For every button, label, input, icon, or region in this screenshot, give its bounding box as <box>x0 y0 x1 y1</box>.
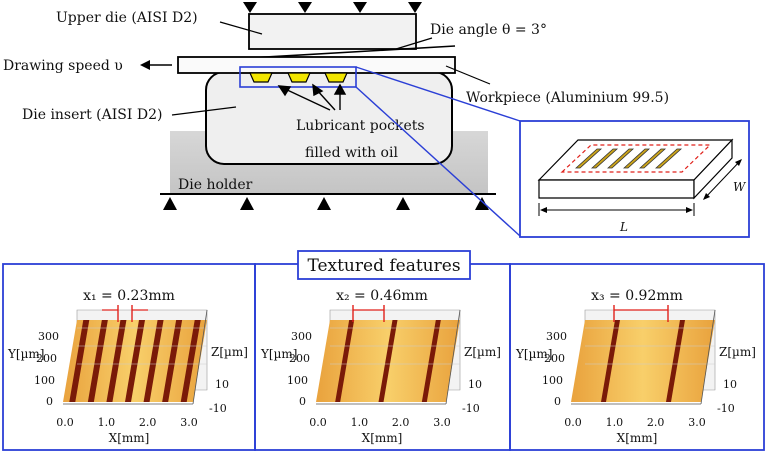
y-tick-label: 200 <box>36 352 57 365</box>
drawing-speed-label: Drawing speed υ <box>3 58 123 74</box>
z-tick-label: 10 <box>215 378 229 391</box>
y-tick-label: 100 <box>542 374 563 387</box>
load-triangles <box>243 2 422 13</box>
y-tick-label: 200 <box>289 352 310 365</box>
y-tick-label: 300 <box>546 330 567 343</box>
x-axis-label: X[mm] <box>362 431 403 445</box>
groove <box>666 320 685 402</box>
support-triangles <box>163 197 489 210</box>
y-tick-label: 300 <box>38 330 59 343</box>
x-tick-label: 2.0 <box>647 416 665 429</box>
spacing-label-2: x₂ = 0.46mm <box>336 288 428 304</box>
x-tick-label: 1.0 <box>606 416 624 429</box>
groove <box>143 320 164 402</box>
z-tick-label: 10 <box>723 378 737 391</box>
groove <box>69 320 90 402</box>
x-tick-label: 3.0 <box>180 416 198 429</box>
x-tick-label: 0.0 <box>56 416 74 429</box>
workpiece <box>177 56 456 74</box>
y-tick-label: 0 <box>46 395 53 408</box>
groove <box>335 320 355 402</box>
y-axis-label: Y[µm] <box>515 347 552 361</box>
x-axis-label: X[mm] <box>109 431 150 445</box>
lubricant-arrows <box>277 83 347 111</box>
z-tick-label: -10 <box>717 402 735 415</box>
y-tick-label: 0 <box>299 395 306 408</box>
plate-grooves <box>574 148 683 169</box>
workpiece-label: Workpiece (Aluminium 99.5) <box>466 90 669 106</box>
groove <box>421 320 441 402</box>
dim-w-arrow-top <box>735 159 742 166</box>
x-tick-label: 2.0 <box>139 416 157 429</box>
groove <box>106 320 127 402</box>
textured-title-box <box>297 250 471 280</box>
dim-w-label: W <box>733 180 747 194</box>
die-angle-leader <box>395 37 433 50</box>
spacing-label-3: x₃ = 0.92mm <box>591 288 683 304</box>
zoom-connector-bottom <box>355 86 521 237</box>
x-axis-label: X[mm] <box>617 431 658 445</box>
x-tick-label: 3.0 <box>688 416 706 429</box>
groove <box>601 320 620 402</box>
y-tick-label: 100 <box>287 374 308 387</box>
die-insert-label: Die insert (AISI D2) <box>22 107 162 123</box>
dim-l-label: L <box>619 220 628 234</box>
y-tick-label: 100 <box>34 374 55 387</box>
groove <box>180 320 201 402</box>
lubricant-pockets <box>249 72 348 83</box>
z-axis-line <box>192 309 208 405</box>
die-holder-label: Die holder <box>178 177 253 193</box>
z-axis-line <box>445 309 461 405</box>
y-tick-label: 200 <box>544 352 565 365</box>
x-tick-label: 1.0 <box>98 416 116 429</box>
groove <box>87 320 108 402</box>
spacing-label-1: x₁ = 0.23mm <box>83 288 175 304</box>
groove <box>378 320 398 402</box>
z-axis-label: Z[µm] <box>211 345 248 359</box>
upper-die-label: Upper die (AISI D2) <box>56 10 198 26</box>
z-tick-label: -10 <box>209 402 227 415</box>
z-axis-line <box>700 309 716 405</box>
upper-die <box>248 13 417 50</box>
lubricant-label-line1: Lubricant pockets <box>296 118 425 134</box>
groove <box>162 320 183 402</box>
panel-frame-3 <box>509 263 765 451</box>
x-tick-label: 0.0 <box>564 416 582 429</box>
x-tick-label: 1.0 <box>351 416 369 429</box>
pocket-highlight-box <box>239 66 357 88</box>
upper-die-leader <box>219 21 263 35</box>
drawing-speed-arrowhead <box>140 60 150 70</box>
x-tick-label: 2.0 <box>392 416 410 429</box>
groove <box>125 320 145 402</box>
dim-w-arrow-bottom <box>703 193 710 200</box>
x-tick-label: 0.0 <box>309 416 327 429</box>
surface-plane <box>571 320 715 402</box>
z-axis-label: Z[µm] <box>719 345 756 359</box>
die-angle-line <box>248 45 456 59</box>
textured-title: Textured features <box>307 256 460 276</box>
die-insert-leader <box>171 106 237 116</box>
x-tick-label: 3.0 <box>433 416 451 429</box>
die-angle-label: Die angle θ = 3° <box>430 22 547 38</box>
lubricant-label-line2: filled with oil <box>305 145 398 161</box>
y-axis-label: Y[µm] <box>7 347 44 361</box>
workpiece-leader <box>445 65 491 85</box>
z-tick-label: -10 <box>462 402 480 415</box>
z-axis-label: Z[µm] <box>464 345 501 359</box>
zoom-connector-top <box>355 66 521 122</box>
y-tick-label: 0 <box>554 395 561 408</box>
y-axis-label: Y[µm] <box>260 347 297 361</box>
dim-w-line <box>703 159 742 200</box>
z-tick-label: 10 <box>468 378 482 391</box>
dim-l-arrow-right <box>686 207 693 213</box>
dim-l-arrow-left <box>540 207 547 213</box>
y-tick-label: 300 <box>291 330 312 343</box>
